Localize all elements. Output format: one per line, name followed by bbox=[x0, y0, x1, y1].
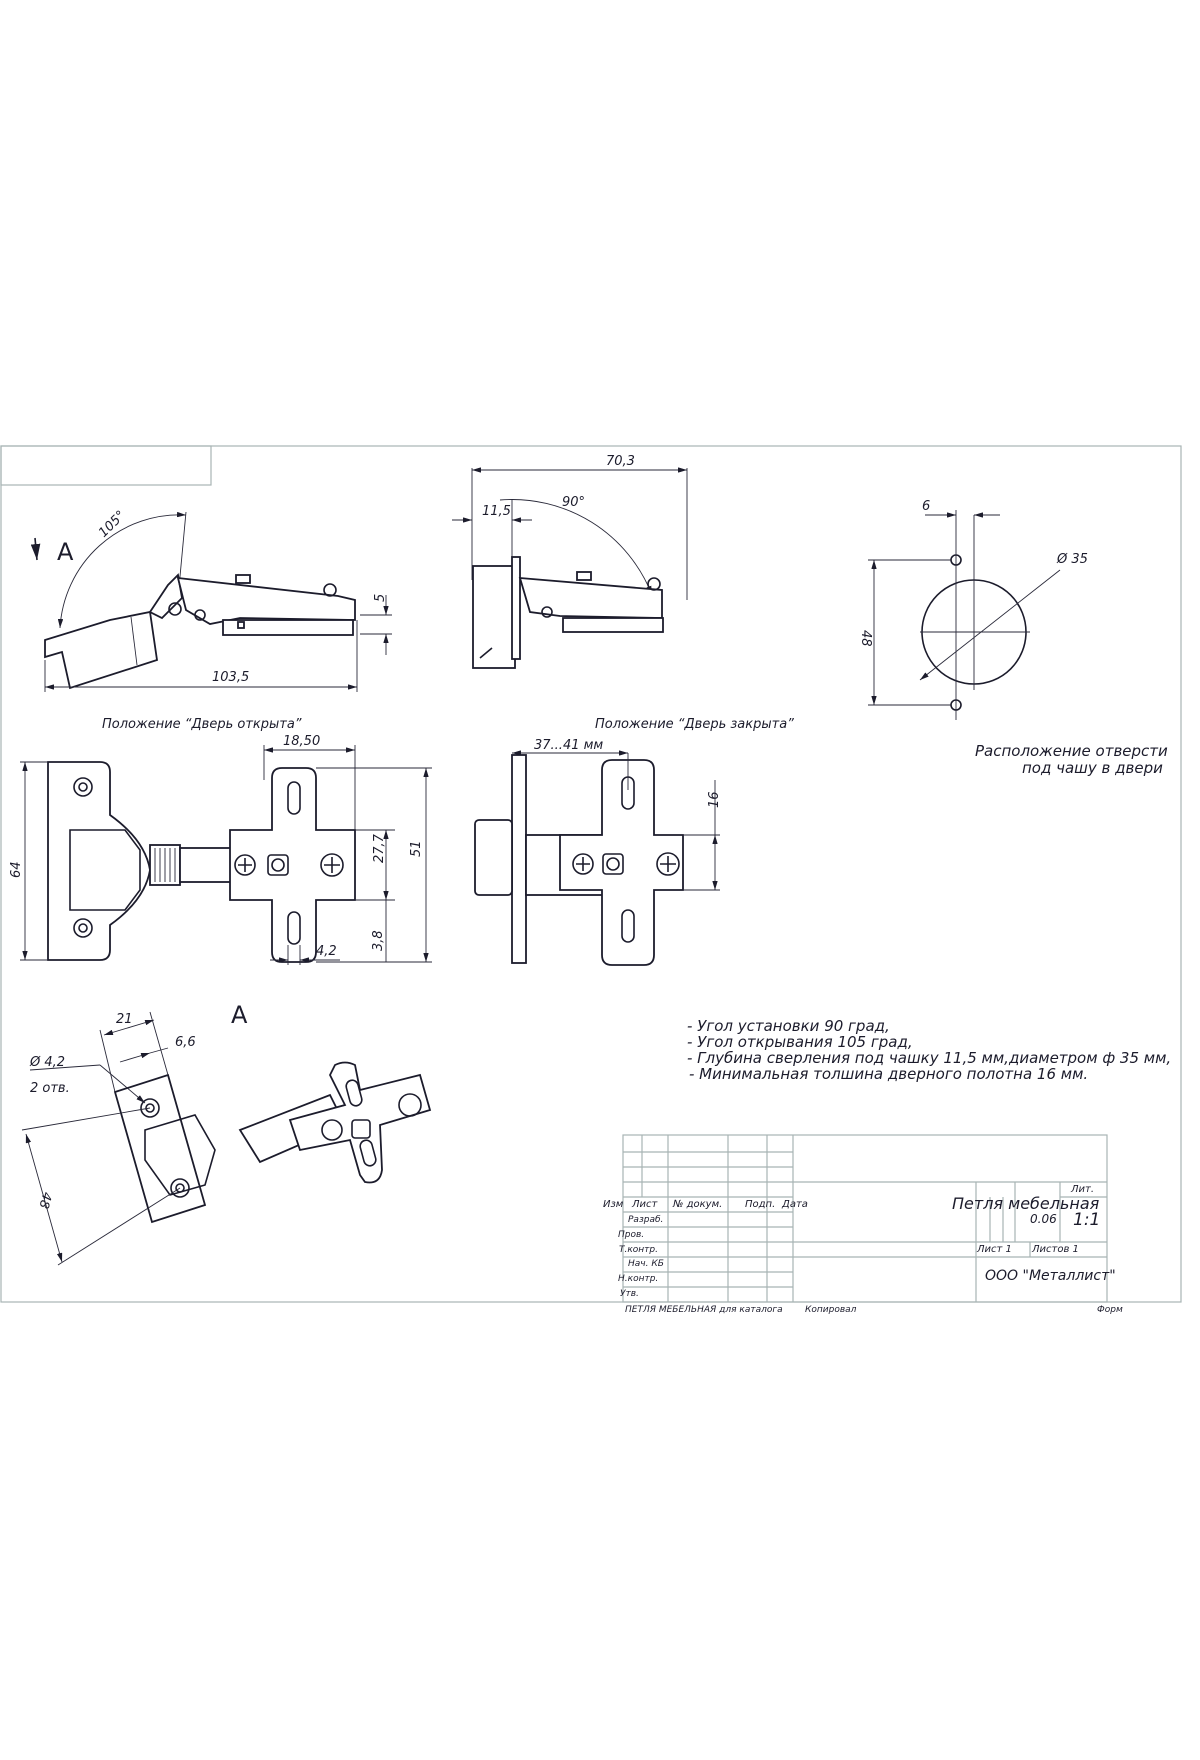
hinge-cup bbox=[44, 610, 159, 690]
dim-64: 64 bbox=[9, 861, 24, 878]
corner-box bbox=[0, 445, 212, 486]
footer-doc: ПЕТЛЯ МЕБЕЛЬНАЯ для каталога bbox=[625, 1305, 783, 1315]
note-3: - Глубина сверления под чашку 11,5 мм,ди… bbox=[687, 1049, 1171, 1067]
hinge-arm-closed bbox=[518, 576, 663, 619]
scale-value: 1:1 bbox=[1073, 1210, 1100, 1230]
closed-caption: Положение “Дверь закрыта” bbox=[595, 717, 794, 732]
mounting-plate-top bbox=[229, 767, 356, 963]
sheet-count: Листов 1 bbox=[1031, 1244, 1079, 1255]
role-3: Т.контр. bbox=[619, 1245, 658, 1255]
view-arrow-icon bbox=[30, 537, 41, 561]
dim-70-3: 70,3 bbox=[606, 454, 635, 469]
note-2: - Угол открывания 105 град, bbox=[687, 1033, 913, 1051]
angle-arc bbox=[57, 511, 187, 629]
mass-value: 0.06 bbox=[1030, 1212, 1057, 1226]
dim-51: 51 bbox=[409, 840, 424, 857]
footer-format: Форм bbox=[1097, 1305, 1123, 1315]
door-plate-a bbox=[113, 1073, 207, 1224]
hole-layout-view: 6 Ø 35 48 Расположение отверсти под чашу… bbox=[858, 499, 1168, 777]
hole-caption-2: под чашу в двери bbox=[1022, 759, 1163, 777]
dim-5: 5 bbox=[373, 594, 388, 602]
dim-16: 16 bbox=[707, 791, 722, 808]
dim-18-50: 18,50 bbox=[283, 734, 320, 749]
mounting-plate bbox=[222, 619, 354, 636]
dim-6: 6 bbox=[922, 499, 930, 514]
sheet-number: Лист 1 bbox=[976, 1244, 1012, 1255]
dim-hole-4-2: Ø 4,2 bbox=[29, 1055, 65, 1070]
dim-d35: Ø 35 bbox=[1056, 552, 1088, 567]
footer-copied: Копировал bbox=[805, 1305, 857, 1315]
notes: - Угол установки 90 град, - Угол открыва… bbox=[687, 1017, 1171, 1083]
view-label-a: A bbox=[57, 538, 74, 566]
open-position-view: A 105° 5 103,5 Положение “Дверь открыта” bbox=[30, 508, 392, 732]
hdr-list: Лист bbox=[631, 1199, 659, 1210]
dim-21: 21 bbox=[116, 1012, 133, 1027]
role-5: Н.контр. bbox=[618, 1274, 658, 1284]
top-view-closed: 37...41 мм 16 bbox=[474, 738, 722, 966]
hdr-izm: Изм bbox=[603, 1199, 624, 1210]
drawing-title: Петля мебельная bbox=[952, 1194, 1100, 1213]
dim-6-6: 6,6 bbox=[175, 1035, 196, 1050]
hinge-cup-closed bbox=[472, 565, 516, 669]
dim-3-8: 3,8 bbox=[371, 930, 386, 951]
dim-37-41: 37...41 мм bbox=[534, 738, 603, 753]
dim-103-5: 103,5 bbox=[212, 670, 249, 685]
dim-48: 48 bbox=[858, 630, 873, 647]
mounting-plate-closed bbox=[559, 759, 684, 966]
top-view-open: 64 18,50 27,7 51 3,8 4,2 bbox=[9, 734, 432, 965]
note-4: - Минимальная толшина дверного полотна 1… bbox=[689, 1065, 1088, 1083]
dim-4-2: 4,2 bbox=[316, 944, 337, 959]
door-plate bbox=[47, 761, 151, 961]
open-caption: Положение “Дверь открыта” bbox=[102, 717, 302, 732]
closed-position-view: 70,3 11,5 90° Положение “Дверь закрыта” bbox=[452, 454, 794, 732]
role-6: Утв. bbox=[620, 1289, 639, 1299]
role-1: Разраб. bbox=[628, 1215, 663, 1225]
angle-90: 90° bbox=[562, 495, 585, 510]
hdr-doc: № докум. bbox=[672, 1199, 722, 1210]
title-block: Изм Лист № докум. Подп. Дата Разраб. Про… bbox=[603, 1134, 1123, 1315]
role-4: Нач. КБ bbox=[628, 1259, 664, 1269]
mounting-plate-a bbox=[288, 1061, 432, 1184]
company-name: ООО "Металлист" bbox=[985, 1268, 1116, 1284]
role-2: Пров. bbox=[618, 1230, 644, 1240]
hinge-arm bbox=[176, 576, 356, 625]
hdr-date: Дата bbox=[781, 1199, 808, 1210]
hole-count: 2 отв. bbox=[30, 1081, 70, 1096]
hdr-sign: Подп. bbox=[745, 1199, 775, 1210]
dim-27-7: 27,7 bbox=[372, 833, 387, 863]
lit-label: Лит. bbox=[1070, 1184, 1094, 1195]
hole-caption-1: Расположение отверсти bbox=[975, 742, 1168, 760]
note-1: - Угол установки 90 град, bbox=[687, 1017, 890, 1035]
door-edge bbox=[511, 754, 527, 964]
dim-48-a: 48 bbox=[35, 1190, 54, 1210]
view-a: A 21 6,6 Ø 4,2 2 отв. 48 bbox=[21, 1001, 432, 1266]
sheet-frame bbox=[0, 445, 1182, 1303]
dim-11-5: 11,5 bbox=[482, 504, 511, 519]
view-a-label: A bbox=[231, 1001, 248, 1029]
